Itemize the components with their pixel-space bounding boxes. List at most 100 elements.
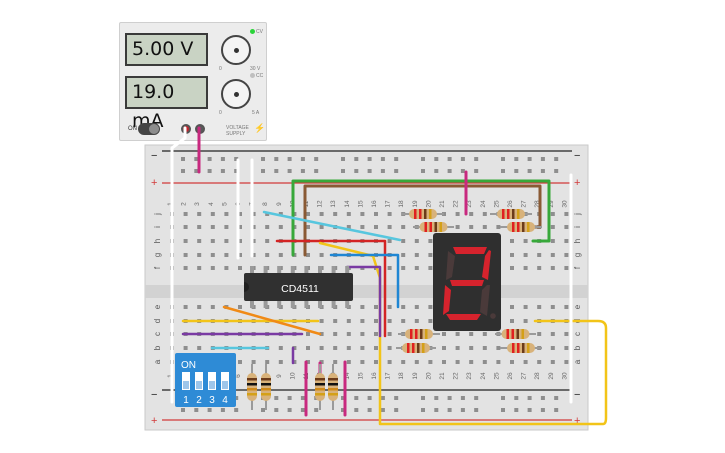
breadboard-hole[interactable] <box>210 212 215 216</box>
rail-hole[interactable] <box>314 169 319 173</box>
breadboard-hole[interactable] <box>251 212 256 216</box>
breadboard-hole[interactable] <box>510 319 514 323</box>
breadboard-hole[interactable] <box>265 212 270 216</box>
rail-hole[interactable] <box>474 169 479 173</box>
breadboard-hole[interactable] <box>183 346 188 350</box>
breadboard-hole[interactable] <box>210 225 215 229</box>
breadboard-hole[interactable] <box>469 332 474 336</box>
rail-hole[interactable] <box>341 408 345 412</box>
rail-hole[interactable] <box>287 408 292 412</box>
breadboard-hole[interactable] <box>374 360 378 364</box>
breadboard-hole[interactable] <box>319 212 324 216</box>
breadboard-hole[interactable] <box>564 305 569 309</box>
breadboard-hole[interactable] <box>550 253 555 257</box>
breadboard-hole[interactable] <box>523 253 528 257</box>
breadboard-hole[interactable] <box>523 266 528 270</box>
breadboard-hole[interactable] <box>374 212 378 216</box>
breadboard-hole[interactable] <box>510 360 514 364</box>
breadboard-hole[interactable] <box>306 225 310 229</box>
breadboard-hole[interactable] <box>319 319 324 323</box>
breadboard-hole[interactable] <box>564 360 569 364</box>
rail-hole[interactable] <box>380 396 385 400</box>
rail-hole[interactable] <box>380 169 385 173</box>
breadboard-hole[interactable] <box>401 305 406 309</box>
rail-hole[interactable] <box>540 169 545 173</box>
breadboard-hole[interactable] <box>238 305 242 309</box>
rail-hole[interactable] <box>207 157 212 161</box>
chip-pin[interactable] <box>263 266 268 274</box>
rail-hole[interactable] <box>540 396 545 400</box>
breadboard-hole[interactable] <box>537 266 542 270</box>
rail-hole[interactable] <box>181 169 185 173</box>
power-switch[interactable] <box>138 123 160 135</box>
rail-hole[interactable] <box>460 157 465 161</box>
rail-hole[interactable] <box>234 396 239 400</box>
breadboard-hole[interactable] <box>537 305 542 309</box>
breadboard-hole[interactable] <box>306 332 310 336</box>
breadboard-hole[interactable] <box>455 225 460 229</box>
wire-orange[interactable] <box>222 305 322 336</box>
rail-hole[interactable] <box>474 396 479 400</box>
breadboard-hole[interactable] <box>374 319 378 323</box>
breadboard-hole[interactable] <box>401 253 406 257</box>
rail-hole[interactable] <box>314 157 319 161</box>
wire-green[interactable] <box>291 179 551 257</box>
breadboard-hole[interactable] <box>251 239 256 243</box>
breadboard-hole[interactable] <box>197 239 202 243</box>
breadboard-hole[interactable] <box>469 212 474 216</box>
breadboard-hole[interactable] <box>360 332 365 336</box>
rail-hole[interactable] <box>527 408 532 412</box>
rail-hole[interactable] <box>274 169 279 173</box>
breadboard-hole[interactable] <box>292 360 297 364</box>
breadboard-hole[interactable] <box>455 360 460 364</box>
rail-hole[interactable] <box>421 157 425 161</box>
cd4511-chip[interactable]: CD4511 <box>244 266 353 308</box>
rail-hole[interactable] <box>447 169 452 173</box>
breadboard-hole[interactable] <box>278 253 283 257</box>
breadboard-hole[interactable] <box>197 225 202 229</box>
breadboard-hole[interactable] <box>360 360 365 364</box>
breadboard-hole[interactable] <box>346 225 351 229</box>
rail-hole[interactable] <box>554 408 559 412</box>
rail-hole[interactable] <box>380 408 385 412</box>
breadboard-hole[interactable] <box>455 346 460 350</box>
wire-red[interactable] <box>275 239 387 338</box>
breadboard-hole[interactable] <box>238 225 242 229</box>
breadboard-hole[interactable] <box>319 253 324 257</box>
breadboard-hole[interactable] <box>265 225 270 229</box>
rail-hole[interactable] <box>501 408 505 412</box>
breadboard-hole[interactable] <box>238 239 242 243</box>
breadboard-hole[interactable] <box>537 253 542 257</box>
rail-hole[interactable] <box>447 396 452 400</box>
resistors[interactable] <box>247 209 542 410</box>
breadboard-hole[interactable] <box>387 332 392 336</box>
rail-hole[interactable] <box>514 408 519 412</box>
rail-hole[interactable] <box>261 408 265 412</box>
breadboard-hole[interactable] <box>346 360 351 364</box>
breadboard-hole[interactable] <box>469 346 474 350</box>
breadboard-hole[interactable] <box>387 346 392 350</box>
rail-hole[interactable] <box>261 157 265 161</box>
rail-hole[interactable] <box>300 408 305 412</box>
breadboard-hole[interactable] <box>523 360 528 364</box>
rail-hole[interactable] <box>554 157 559 161</box>
rail-hole[interactable] <box>354 408 359 412</box>
rail-hole[interactable] <box>394 169 399 173</box>
breadboard-hole[interactable] <box>265 253 270 257</box>
breadboard-hole[interactable] <box>278 346 283 350</box>
breadboard-hole[interactable] <box>278 225 283 229</box>
rail-hole[interactable] <box>421 396 425 400</box>
breadboard-hole[interactable] <box>469 360 474 364</box>
rail-hole[interactable] <box>474 157 479 161</box>
breadboard-hole[interactable] <box>428 305 433 309</box>
rail-hole[interactable] <box>394 157 399 161</box>
breadboard-hole[interactable] <box>496 360 501 364</box>
rail-hole[interactable] <box>447 157 452 161</box>
breadboard-hole[interactable] <box>183 225 188 229</box>
breadboard-hole[interactable] <box>550 225 555 229</box>
resistor[interactable] <box>495 329 536 339</box>
rail-hole[interactable] <box>460 396 465 400</box>
breadboard-hole[interactable] <box>564 239 569 243</box>
rail-hole[interactable] <box>194 157 199 161</box>
